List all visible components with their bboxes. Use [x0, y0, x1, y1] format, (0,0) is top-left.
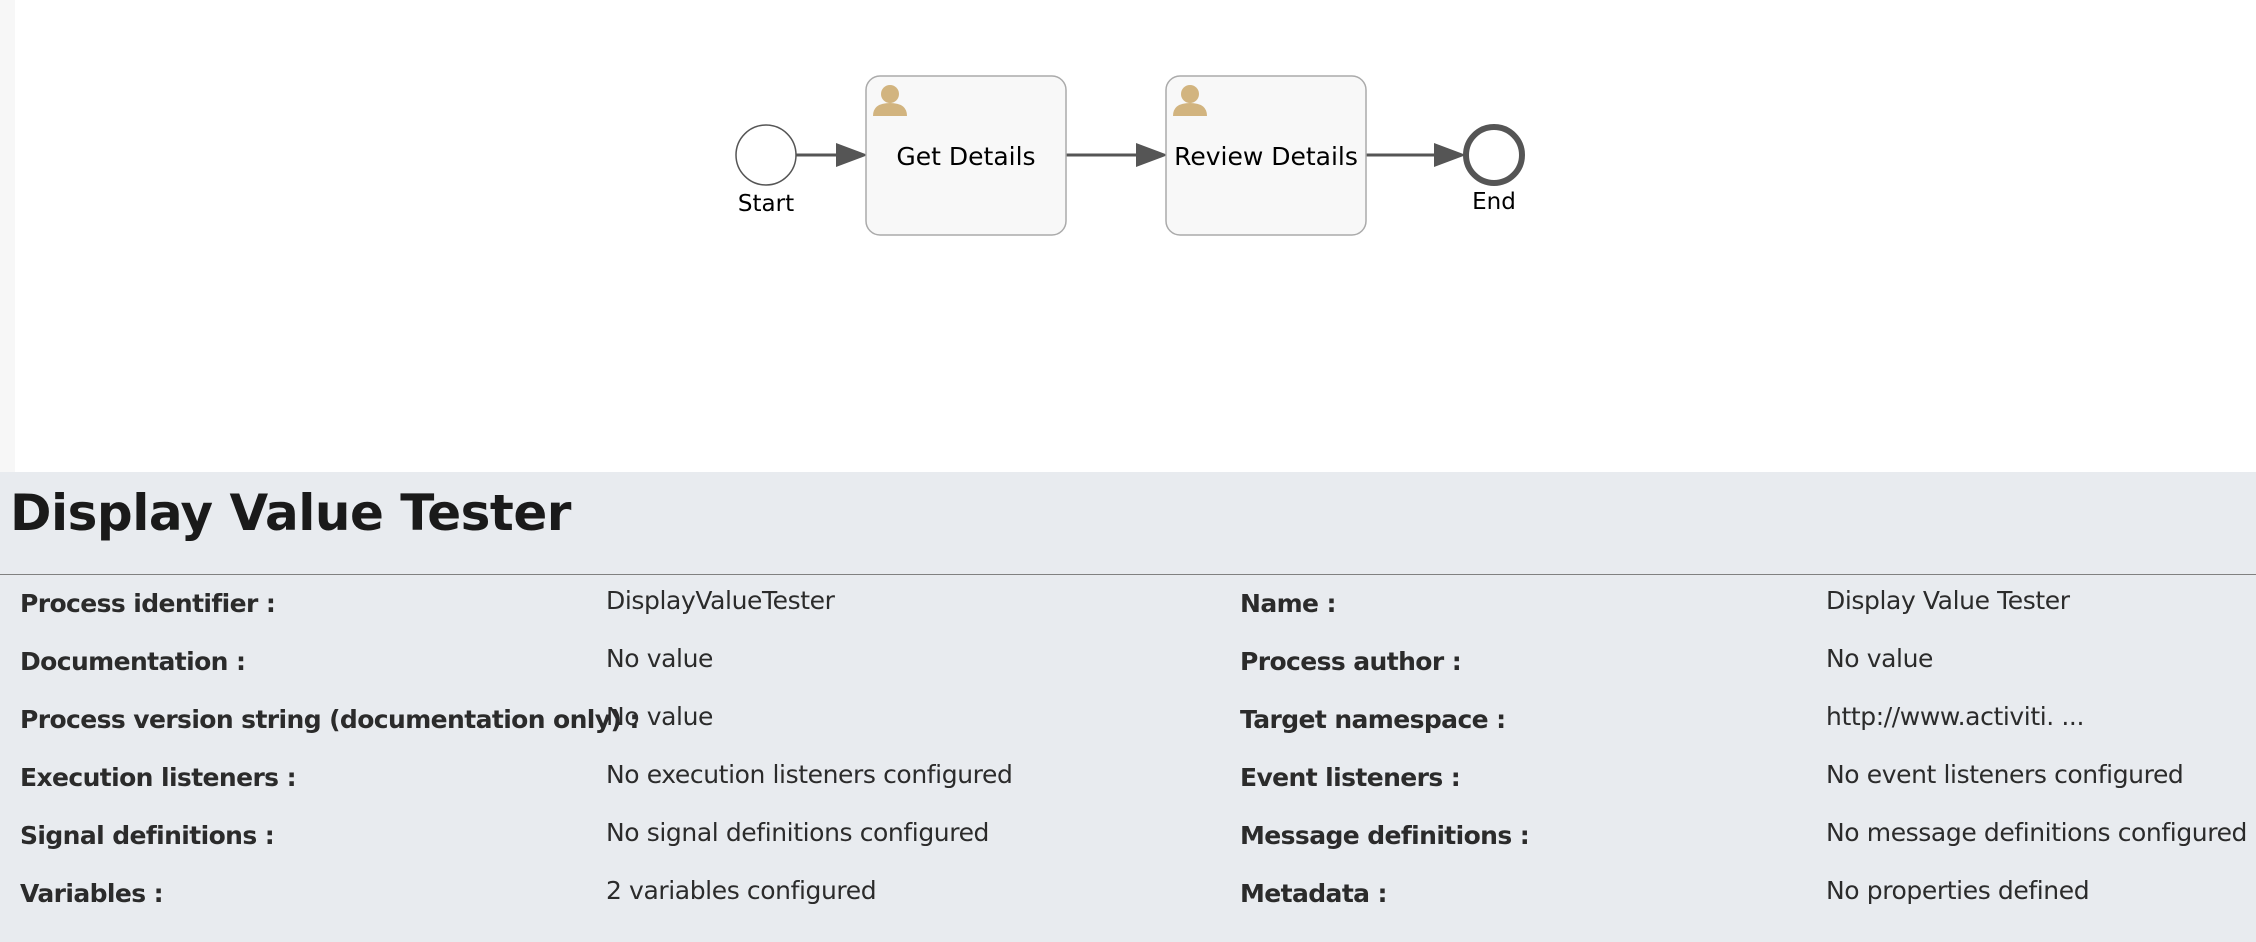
- user-icon: [873, 85, 907, 116]
- task-label: Review Details: [1174, 142, 1358, 171]
- process-title: Display Value Tester: [10, 484, 571, 542]
- start-event[interactable]: [735, 124, 797, 186]
- property-label-metadata: Metadata :: [1240, 879, 1388, 908]
- task-label: Get Details: [896, 142, 1035, 171]
- diagram-canvas[interactable]: Start Get Details Review Details End: [0, 0, 2256, 472]
- property-label-message-definitions: Message definitions :: [1240, 821, 1530, 850]
- property-label-process-version: Process version string (documentation on…: [20, 705, 639, 734]
- title-divider: [0, 574, 2256, 575]
- property-value-process-version[interactable]: No value: [606, 702, 714, 731]
- property-value-variables[interactable]: 2 variables configured: [606, 876, 877, 905]
- property-value-metadata[interactable]: No properties defined: [1826, 876, 2090, 905]
- process-diagram: Start Get Details Review Details End: [735, 75, 1525, 236]
- property-label-documentation: Documentation :: [20, 647, 246, 676]
- property-label-process-identifier: Process identifier :: [20, 589, 276, 618]
- start-event-label: Start: [738, 191, 794, 217]
- canvas-gutter: [0, 0, 15, 472]
- property-label-process-author: Process author :: [1240, 647, 1462, 676]
- property-value-target-namespace[interactable]: http://www.activiti. ...: [1826, 702, 2085, 731]
- sequence-flow-review-to-end[interactable]: [1366, 143, 1466, 167]
- property-value-signal-definitions[interactable]: No signal definitions configured: [606, 818, 990, 847]
- property-value-event-listeners[interactable]: No event listeners configured: [1826, 760, 2184, 789]
- property-label-event-listeners: Event listeners :: [1240, 763, 1461, 792]
- property-value-message-definitions[interactable]: No message definitions configured: [1826, 818, 2248, 847]
- sequence-flow-start-to-get-details[interactable]: [796, 143, 868, 167]
- end-event[interactable]: [1463, 124, 1525, 186]
- user-icon: [1173, 85, 1207, 116]
- property-value-name[interactable]: Display Value Tester: [1826, 586, 2070, 615]
- end-event-label: End: [1472, 189, 1516, 215]
- property-value-documentation[interactable]: No value: [606, 644, 714, 673]
- property-label-execution-listeners: Execution listeners :: [20, 763, 297, 792]
- property-label-signal-definitions: Signal definitions :: [20, 821, 275, 850]
- property-label-name: Name :: [1240, 589, 1337, 618]
- property-value-process-identifier[interactable]: DisplayValueTester: [606, 586, 835, 615]
- property-value-process-author[interactable]: No value: [1826, 644, 1934, 673]
- property-label-variables: Variables :: [20, 879, 164, 908]
- user-task-review-details[interactable]: Review Details: [1165, 75, 1367, 236]
- user-task-get-details[interactable]: Get Details: [865, 75, 1067, 236]
- property-value-execution-listeners[interactable]: No execution listeners configured: [606, 760, 1013, 789]
- process-properties-panel: Display Value Tester Process identifier …: [0, 472, 2256, 942]
- property-label-target-namespace: Target namespace :: [1240, 705, 1506, 734]
- sequence-flow-get-details-to-review[interactable]: [1066, 143, 1168, 167]
